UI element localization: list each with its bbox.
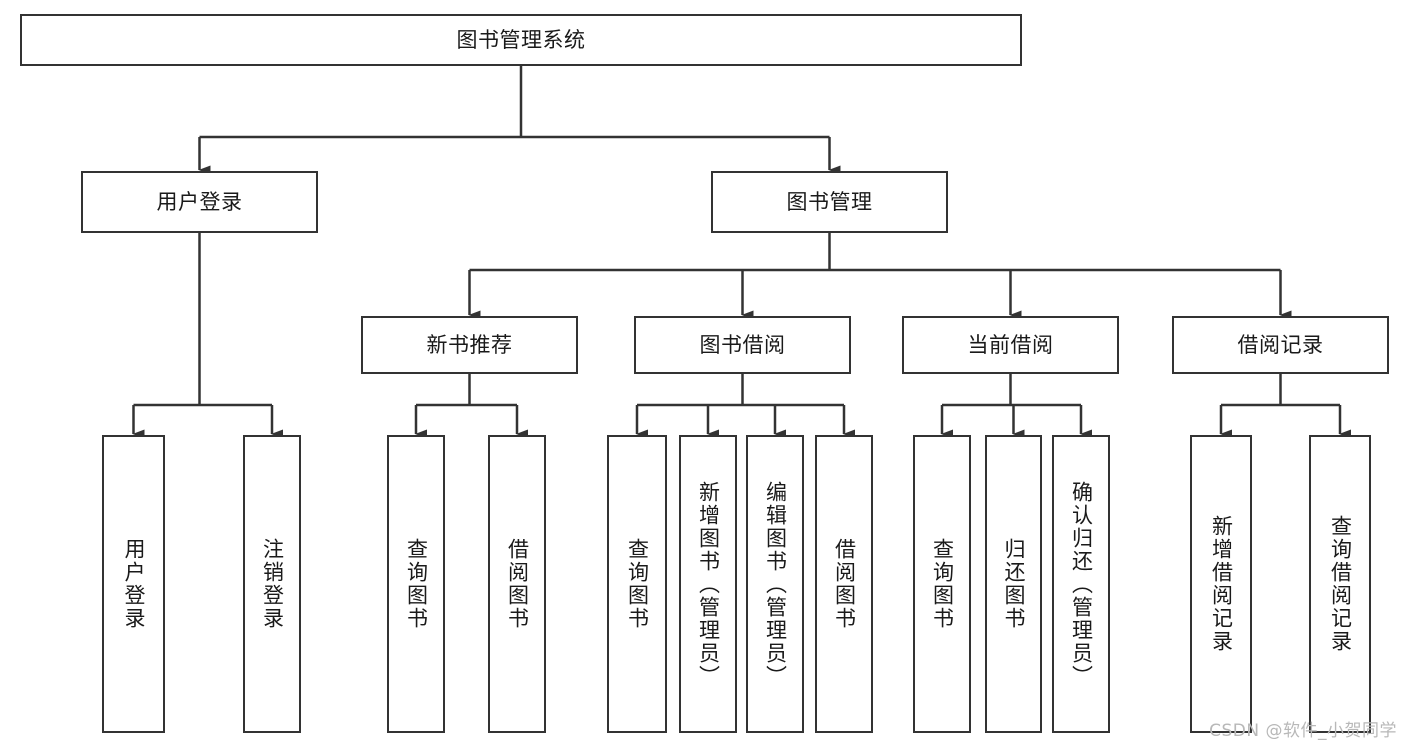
node-label: 注销登录 — [260, 538, 285, 630]
node-leaf-query-book-2[interactable]: 查询图书 — [607, 435, 667, 733]
node-leaf-confirm-return[interactable]: 确认归还（管理员） — [1052, 435, 1110, 733]
node-leaf-query-book-1[interactable]: 查询图书 — [387, 435, 445, 733]
node-borrow-record[interactable]: 借阅记录 — [1172, 316, 1389, 374]
tree-connectors — [132, 66, 1351, 439]
node-leaf-query-book-3[interactable]: 查询图书 — [913, 435, 971, 733]
node-leaf-user-login[interactable]: 用户登录 — [102, 435, 165, 733]
node-label: 当前借阅 — [967, 332, 1054, 357]
node-label: 归还图书 — [1002, 538, 1026, 630]
node-label: 查询图书 — [930, 538, 955, 630]
node-leaf-edit-book[interactable]: 编辑图书（管理员） — [746, 435, 804, 733]
node-label: 图书管理系统 — [456, 27, 586, 52]
node-label: 用户登录 — [156, 189, 243, 214]
node-label: 查询图书 — [404, 538, 429, 630]
node-leaf-query-record[interactable]: 查询借阅记录 — [1309, 435, 1371, 733]
node-leaf-add-book[interactable]: 新增图书（管理员） — [679, 435, 737, 733]
node-label: 借阅图书 — [832, 538, 857, 630]
node-label: 新书推荐 — [426, 332, 513, 357]
node-new-book-rec[interactable]: 新书推荐 — [361, 316, 578, 374]
node-label: 新增借阅记录 — [1209, 515, 1234, 653]
node-label: 借阅图书 — [505, 538, 530, 630]
node-book-manage[interactable]: 图书管理 — [711, 171, 948, 233]
node-root[interactable]: 图书管理系统 — [20, 14, 1022, 66]
node-label: 查询借阅记录 — [1328, 515, 1353, 653]
node-leaf-return-book[interactable]: 归还图书 — [985, 435, 1042, 733]
node-book-borrow[interactable]: 图书借阅 — [634, 316, 851, 374]
node-label: 图书管理 — [786, 189, 873, 214]
node-leaf-logout[interactable]: 注销登录 — [243, 435, 301, 733]
node-leaf-borrow-book-2[interactable]: 借阅图书 — [815, 435, 873, 733]
node-label: 借阅记录 — [1237, 332, 1324, 357]
node-label: 图书借阅 — [699, 332, 786, 357]
node-user-login[interactable]: 用户登录 — [81, 171, 318, 233]
node-label: 查询图书 — [625, 538, 650, 630]
node-label: 确认归还（管理员） — [1069, 480, 1094, 688]
node-label: 编辑图书（管理员） — [763, 480, 788, 688]
node-leaf-borrow-book-1[interactable]: 借阅图书 — [488, 435, 546, 733]
node-current-borrow[interactable]: 当前借阅 — [902, 316, 1119, 374]
node-leaf-add-record[interactable]: 新增借阅记录 — [1190, 435, 1252, 733]
node-label: 新增图书（管理员） — [696, 480, 721, 688]
node-label: 用户登录 — [122, 538, 146, 630]
